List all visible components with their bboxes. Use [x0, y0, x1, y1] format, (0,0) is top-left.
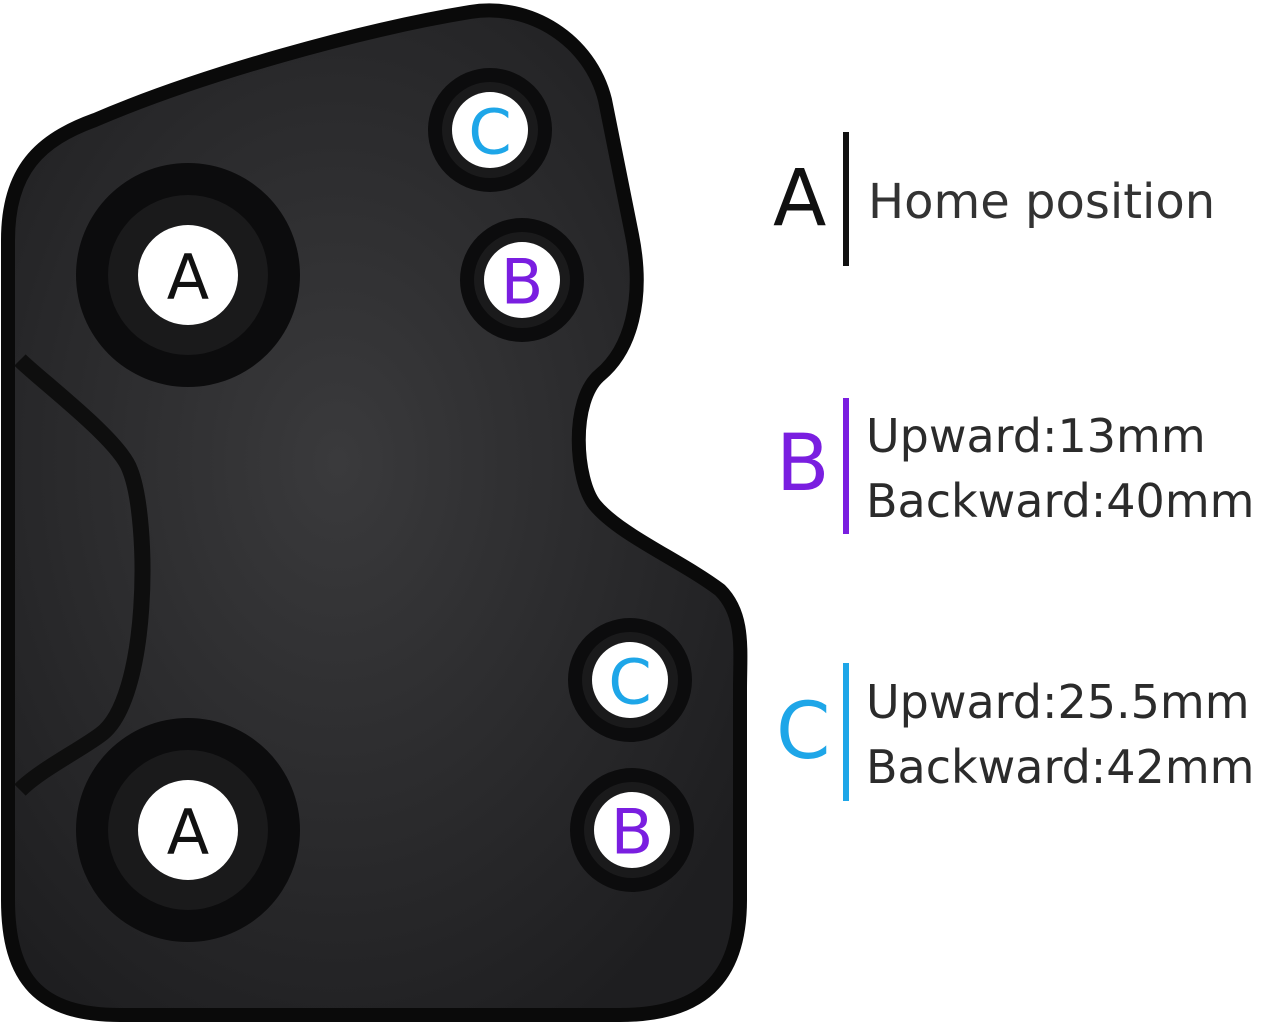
hole-label: C: [608, 646, 651, 719]
hole-b-top: B: [460, 218, 584, 342]
legend-b-divider: [843, 398, 849, 534]
hole-opening: [138, 225, 238, 325]
legend-b-backward: Backward:40mm: [866, 474, 1255, 528]
legend-b-letter: B: [776, 419, 830, 509]
legend-c-letter: C: [776, 687, 831, 777]
legend-c-upward: Upward:25.5mm: [866, 675, 1250, 729]
hole-label: B: [501, 246, 544, 319]
hole-opening: [452, 92, 528, 168]
hole-opening: [594, 792, 670, 868]
hole-a-top: A: [76, 163, 300, 387]
hole-label: A: [167, 241, 209, 314]
hole-c-bottom: C: [568, 618, 692, 742]
hole-c-top: C: [428, 68, 552, 192]
legend-a-text: Home position: [868, 174, 1216, 230]
hole-label: C: [468, 96, 511, 169]
hole-label: A: [167, 796, 209, 869]
hole-opening: [484, 242, 560, 318]
plate-bevel: [14, 354, 151, 796]
hole-b-bottom: B: [570, 768, 694, 892]
hole-a-bottom: A: [76, 718, 300, 942]
holes-layer: A C B C B A: [76, 68, 694, 942]
hole-opening: [138, 780, 238, 880]
legend-a-letter: A: [773, 154, 827, 244]
legend-c-divider: [843, 663, 849, 801]
legend-b-upward: Upward:13mm: [866, 409, 1206, 463]
hole-label: B: [611, 796, 654, 869]
legend-c-backward: Backward:42mm: [866, 740, 1255, 794]
legend-a-divider: [843, 132, 849, 266]
hole-opening: [592, 642, 668, 718]
